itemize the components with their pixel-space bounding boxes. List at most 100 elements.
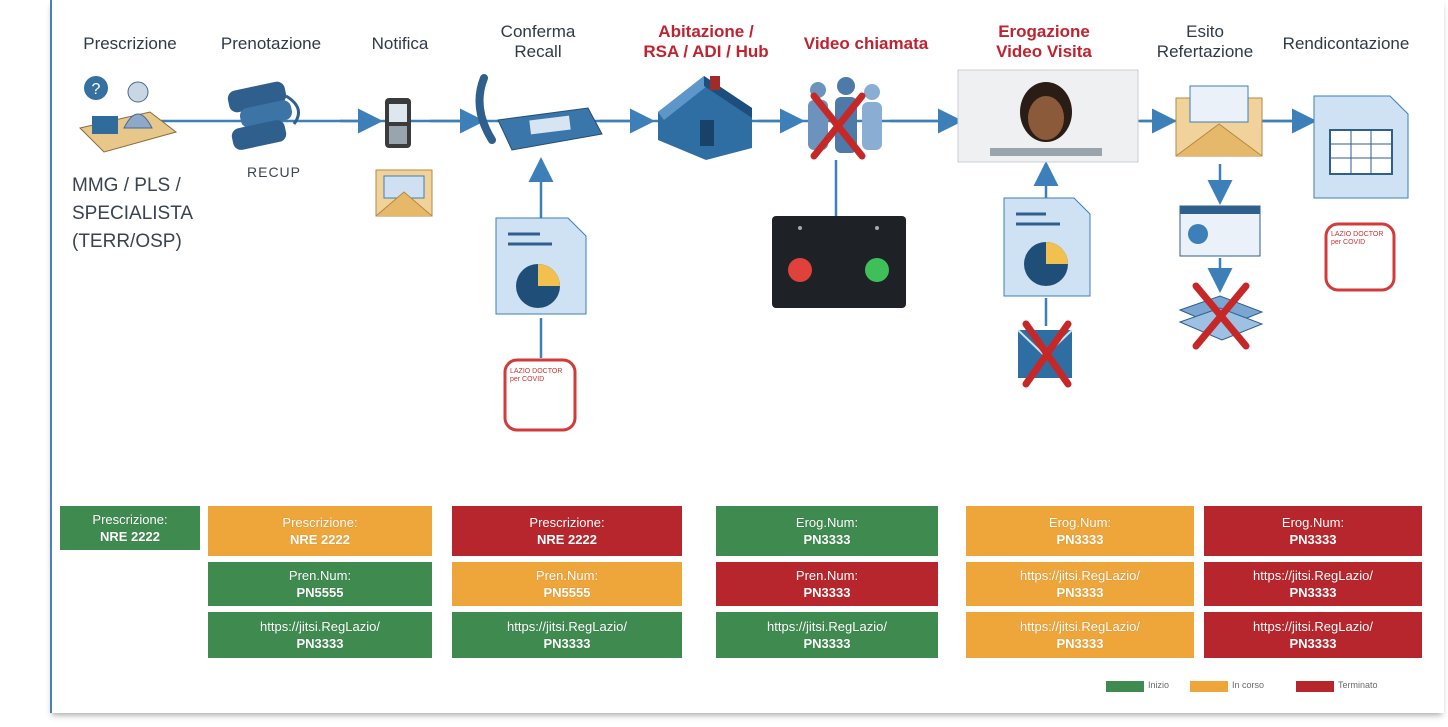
step-label-line: Video chiamata xyxy=(803,34,929,53)
status-box-title: Erog.Num: xyxy=(795,515,859,530)
step-label-line: RSA / ADI / Hub xyxy=(643,42,769,61)
cross-icon-referto xyxy=(1192,282,1250,350)
origin-line: SPECIALISTA xyxy=(72,203,194,224)
legend-swatch xyxy=(1190,681,1228,692)
lazio-doctor-badge-icon xyxy=(503,358,577,432)
status-box-value: NRE 2222 xyxy=(537,532,597,547)
call-screen-icon xyxy=(772,216,906,308)
step-label-line: Abitazione / xyxy=(658,22,754,41)
badge-text-report: LAZIO DOCTOR per COVID xyxy=(1331,231,1384,246)
step-label-line: Notifica xyxy=(371,34,429,53)
status-box-title: Prescrizione: xyxy=(92,512,168,527)
status-box-value: PN3333 xyxy=(1056,636,1104,651)
status-box-value: PN3333 xyxy=(803,585,851,600)
status-box-value: PN3333 xyxy=(1056,532,1104,547)
status-box-title: Pren.Num: xyxy=(288,568,352,583)
legend-label: Inizio xyxy=(1148,680,1170,690)
status-box-value: PN3333 xyxy=(803,636,851,651)
status-box-title: Prescrizione: xyxy=(282,515,358,530)
step-label: Rendicontazione xyxy=(1283,34,1410,54)
origin-line: (TERR/OSP) xyxy=(72,231,182,252)
lazio-doctor-badge-report-icon xyxy=(1324,222,1396,292)
document-pie-visit-icon xyxy=(1003,197,1091,297)
status-box-title: Pren.Num: xyxy=(795,568,859,583)
recup-label: RECUP xyxy=(247,164,302,180)
status-box-value: PN3333 xyxy=(543,636,591,651)
legend-label: In corso xyxy=(1232,680,1265,690)
status-box: Pren.Num:PN5555 xyxy=(452,562,682,606)
envelope-icon xyxy=(375,169,433,217)
status-box: Erog.Num: PN3333 xyxy=(966,506,1194,556)
status-box-title: https://jitsi.RegLazio/ xyxy=(1020,619,1140,634)
step-label-line: Prescrizione xyxy=(83,34,177,53)
status-box: https://jitsi.RegLazio/PN3333 xyxy=(1204,612,1422,658)
status-box: Erog.Num: PN3333 xyxy=(716,506,938,556)
step-label-line: Video Visita xyxy=(996,42,1092,61)
status-box-title: https://jitsi.RegLazio/ xyxy=(1253,619,1373,634)
status-box-title: https://jitsi.RegLazio/ xyxy=(260,619,380,634)
status-box-value: PN3333 xyxy=(1289,636,1337,651)
status-box-value: PN3333 xyxy=(1056,585,1104,600)
status-box-value: NRE 2222 xyxy=(290,532,350,547)
status-box-value: PN3333 xyxy=(296,636,344,651)
status-box: https://jitsi.RegLazio/PN3333 xyxy=(966,612,1194,658)
step-label-line: Conferma xyxy=(500,22,576,41)
status-box-value: PN3333 xyxy=(1289,532,1337,547)
step-label-line: Prenotazione xyxy=(220,34,322,53)
mobile-phone-icon xyxy=(385,98,411,148)
desk-phone-icon xyxy=(475,74,603,151)
report-envelope-icon xyxy=(1175,85,1263,157)
svg-text:?: ? xyxy=(92,81,101,98)
status-box-title: Prescrizione: xyxy=(529,515,605,530)
step-label: Video chiamata xyxy=(804,34,928,54)
video-visit-screen-icon xyxy=(957,69,1139,163)
status-box: Prescrizione: NRE 2222 xyxy=(60,506,200,550)
status-box-title: Erog.Num: xyxy=(1281,515,1345,530)
status-box-title: https://jitsi.RegLazio/ xyxy=(1020,568,1140,583)
status-box-value: NRE 2222 xyxy=(100,529,160,544)
status-box: Erog.Num: PN3333 xyxy=(1204,506,1422,556)
step-label-line: Esito xyxy=(1186,22,1224,41)
legend-label: Terminato xyxy=(1338,680,1378,690)
cross-icon-visit xyxy=(1022,320,1072,388)
legend-swatch xyxy=(1106,681,1144,692)
status-box: Prescrizione: NRE 2222 xyxy=(452,506,682,556)
status-box-value: PN3333 xyxy=(803,532,851,547)
step-label: Prenotazione xyxy=(221,34,321,54)
status-box-value: PN3333 xyxy=(1289,585,1337,600)
spreadsheet-icon xyxy=(1313,95,1409,199)
status-box: Pren.Num: PN3333 xyxy=(716,562,938,606)
status-box: Pren.Num: PN5555 xyxy=(208,562,432,606)
status-box-title: https://jitsi.RegLazio/ xyxy=(507,619,627,634)
booking-phones-icon xyxy=(227,81,300,150)
status-box: https://jitsi.RegLazio/PN3333 xyxy=(208,612,432,658)
status-box-value: PN5555 xyxy=(543,585,591,600)
step-label-line: Refertazione xyxy=(1156,42,1254,61)
doctor-desk-icon: ? xyxy=(79,76,178,153)
house-icon xyxy=(658,76,752,160)
step-label: Abitazione /RSA / ADI / Hub xyxy=(643,22,768,62)
status-box-title: https://jitsi.RegLazio/ xyxy=(767,619,887,634)
status-box-title: https://jitsi.RegLazio/ xyxy=(1253,568,1373,583)
status-box-value: PN5555 xyxy=(296,585,344,600)
step-label-line: Recall xyxy=(514,42,562,61)
step-label: Prescrizione xyxy=(83,34,177,54)
status-box: Prescrizione: NRE 2222 xyxy=(208,506,432,556)
status-box: https://jitsi.RegLazio/PN3333 xyxy=(452,612,682,658)
status-box: https://jitsi.RegLazio/PN3333 xyxy=(716,612,938,658)
origin-label: MMG / PLS / SPECIALISTA (TERR/OSP) xyxy=(72,172,193,256)
status-box-title: Erog.Num: xyxy=(1048,515,1112,530)
document-pie-icon xyxy=(495,217,587,315)
badge-text: LAZIO DOCTOR per COVID xyxy=(510,368,563,383)
cross-icon-video xyxy=(810,92,866,160)
origin-line: MMG / PLS / xyxy=(72,175,181,196)
step-label: Notifica xyxy=(372,34,429,54)
status-box: https://jitsi.RegLazio/PN3333 xyxy=(1204,562,1422,606)
legend-swatch xyxy=(1296,681,1334,692)
step-label-line: Erogazione xyxy=(998,22,1090,41)
